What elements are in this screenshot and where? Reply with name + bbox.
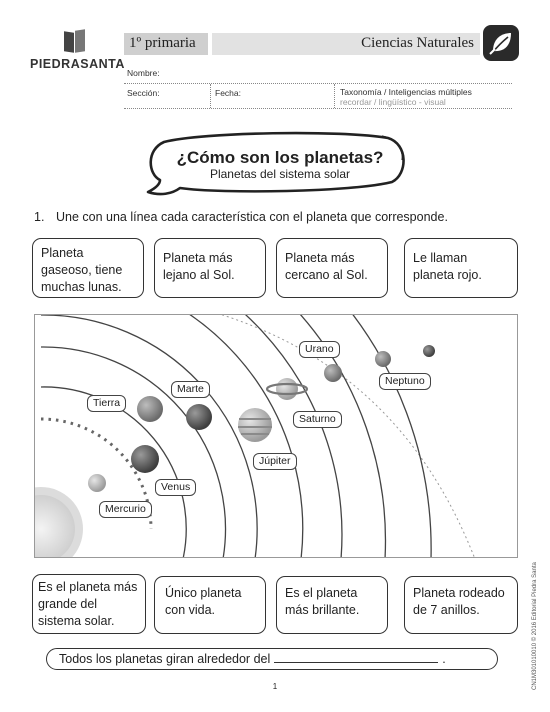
card-mas-cercano[interactable]: Planeta más cercano al Sol. [276, 238, 388, 298]
seccion-label: Sección: [127, 88, 160, 98]
page-title: ¿Cómo son los planetas? [176, 148, 384, 167]
page-subtitle: Planetas del sistema solar [209, 167, 351, 181]
subject-label: Ciencias Naturales [212, 33, 480, 55]
leaf-icon [483, 25, 519, 61]
seccion-line [124, 108, 512, 109]
label-saturno[interactable]: Saturno [293, 411, 342, 428]
label-venus[interactable]: Venus [155, 479, 197, 496]
label-jupiter[interactable]: Júpiter [253, 453, 297, 470]
instruction: 1. Une con una línea cada característica … [34, 210, 448, 224]
venus-planet[interactable] [131, 445, 159, 473]
label-neptuno[interactable]: Neptuno [379, 373, 431, 390]
label-urano[interactable]: Urano [299, 341, 340, 358]
card-mas-brillante[interactable]: Es el planeta más brillante. [276, 576, 388, 634]
completion-end: . [442, 652, 446, 666]
card-mas-grande[interactable]: Es el planeta más grande del sistema sol… [32, 574, 146, 634]
side-code: CN1M301010010 © 2016 Editorial Piedra Sa… [532, 562, 538, 690]
neptuno-planet[interactable] [375, 351, 391, 367]
fecha-label: Fecha: [215, 88, 241, 98]
mercurio-planet[interactable] [88, 474, 106, 492]
marte-planet[interactable] [186, 404, 212, 430]
taxonomia-label: Taxonomía / Inteligencias múltiples [340, 87, 472, 97]
nombre-line[interactable] [124, 83, 512, 84]
card-unico-vida[interactable]: Único planeta con vida. [154, 576, 266, 634]
instruction-number: 1. [34, 210, 45, 224]
orbits-graphic [35, 315, 475, 557]
taxonomia-values: recordar / lingüístico - visual [340, 97, 446, 107]
answer-blank[interactable] [274, 652, 439, 663]
publisher-logo: PIEDRASANTA [30, 29, 125, 71]
jupiter-planet[interactable] [238, 408, 272, 442]
urano-planet[interactable] [324, 364, 342, 382]
card-planeta-rojo[interactable]: Le llaman planeta rojo. [404, 238, 518, 298]
nombre-label: Nombre: [127, 68, 160, 78]
book-icon [62, 29, 88, 54]
far-planet [423, 345, 435, 357]
saturno-planet[interactable] [265, 378, 309, 400]
card-7-anillos[interactable]: Planeta rodeado de 7 anillos. [404, 576, 518, 634]
publisher-name: PIEDRASANTA [30, 57, 125, 71]
label-marte[interactable]: Marte [171, 381, 210, 398]
label-tierra[interactable]: Tierra [87, 395, 127, 412]
completion-text: Todos los planetas giran alrededor del [59, 652, 271, 666]
page-number: 1 [272, 682, 278, 691]
label-mercurio[interactable]: Mercurio [99, 501, 152, 518]
tierra-planet[interactable] [137, 396, 163, 422]
card-gaseoso[interactable]: Planeta gaseoso, tiene muchas lunas. [32, 238, 144, 298]
completion-sentence: Todos los planetas giran alrededor del. [46, 648, 498, 670]
instruction-text: Une con una línea cada característica co… [56, 210, 448, 224]
card-mas-lejano[interactable]: Planeta más lejano al Sol. [154, 238, 266, 298]
solar-system-diagram: Urano Neptuno Marte Tierra Saturno Júpit… [34, 314, 518, 558]
title-bubble [146, 131, 405, 196]
grade-label: 1º primaria [124, 33, 208, 55]
